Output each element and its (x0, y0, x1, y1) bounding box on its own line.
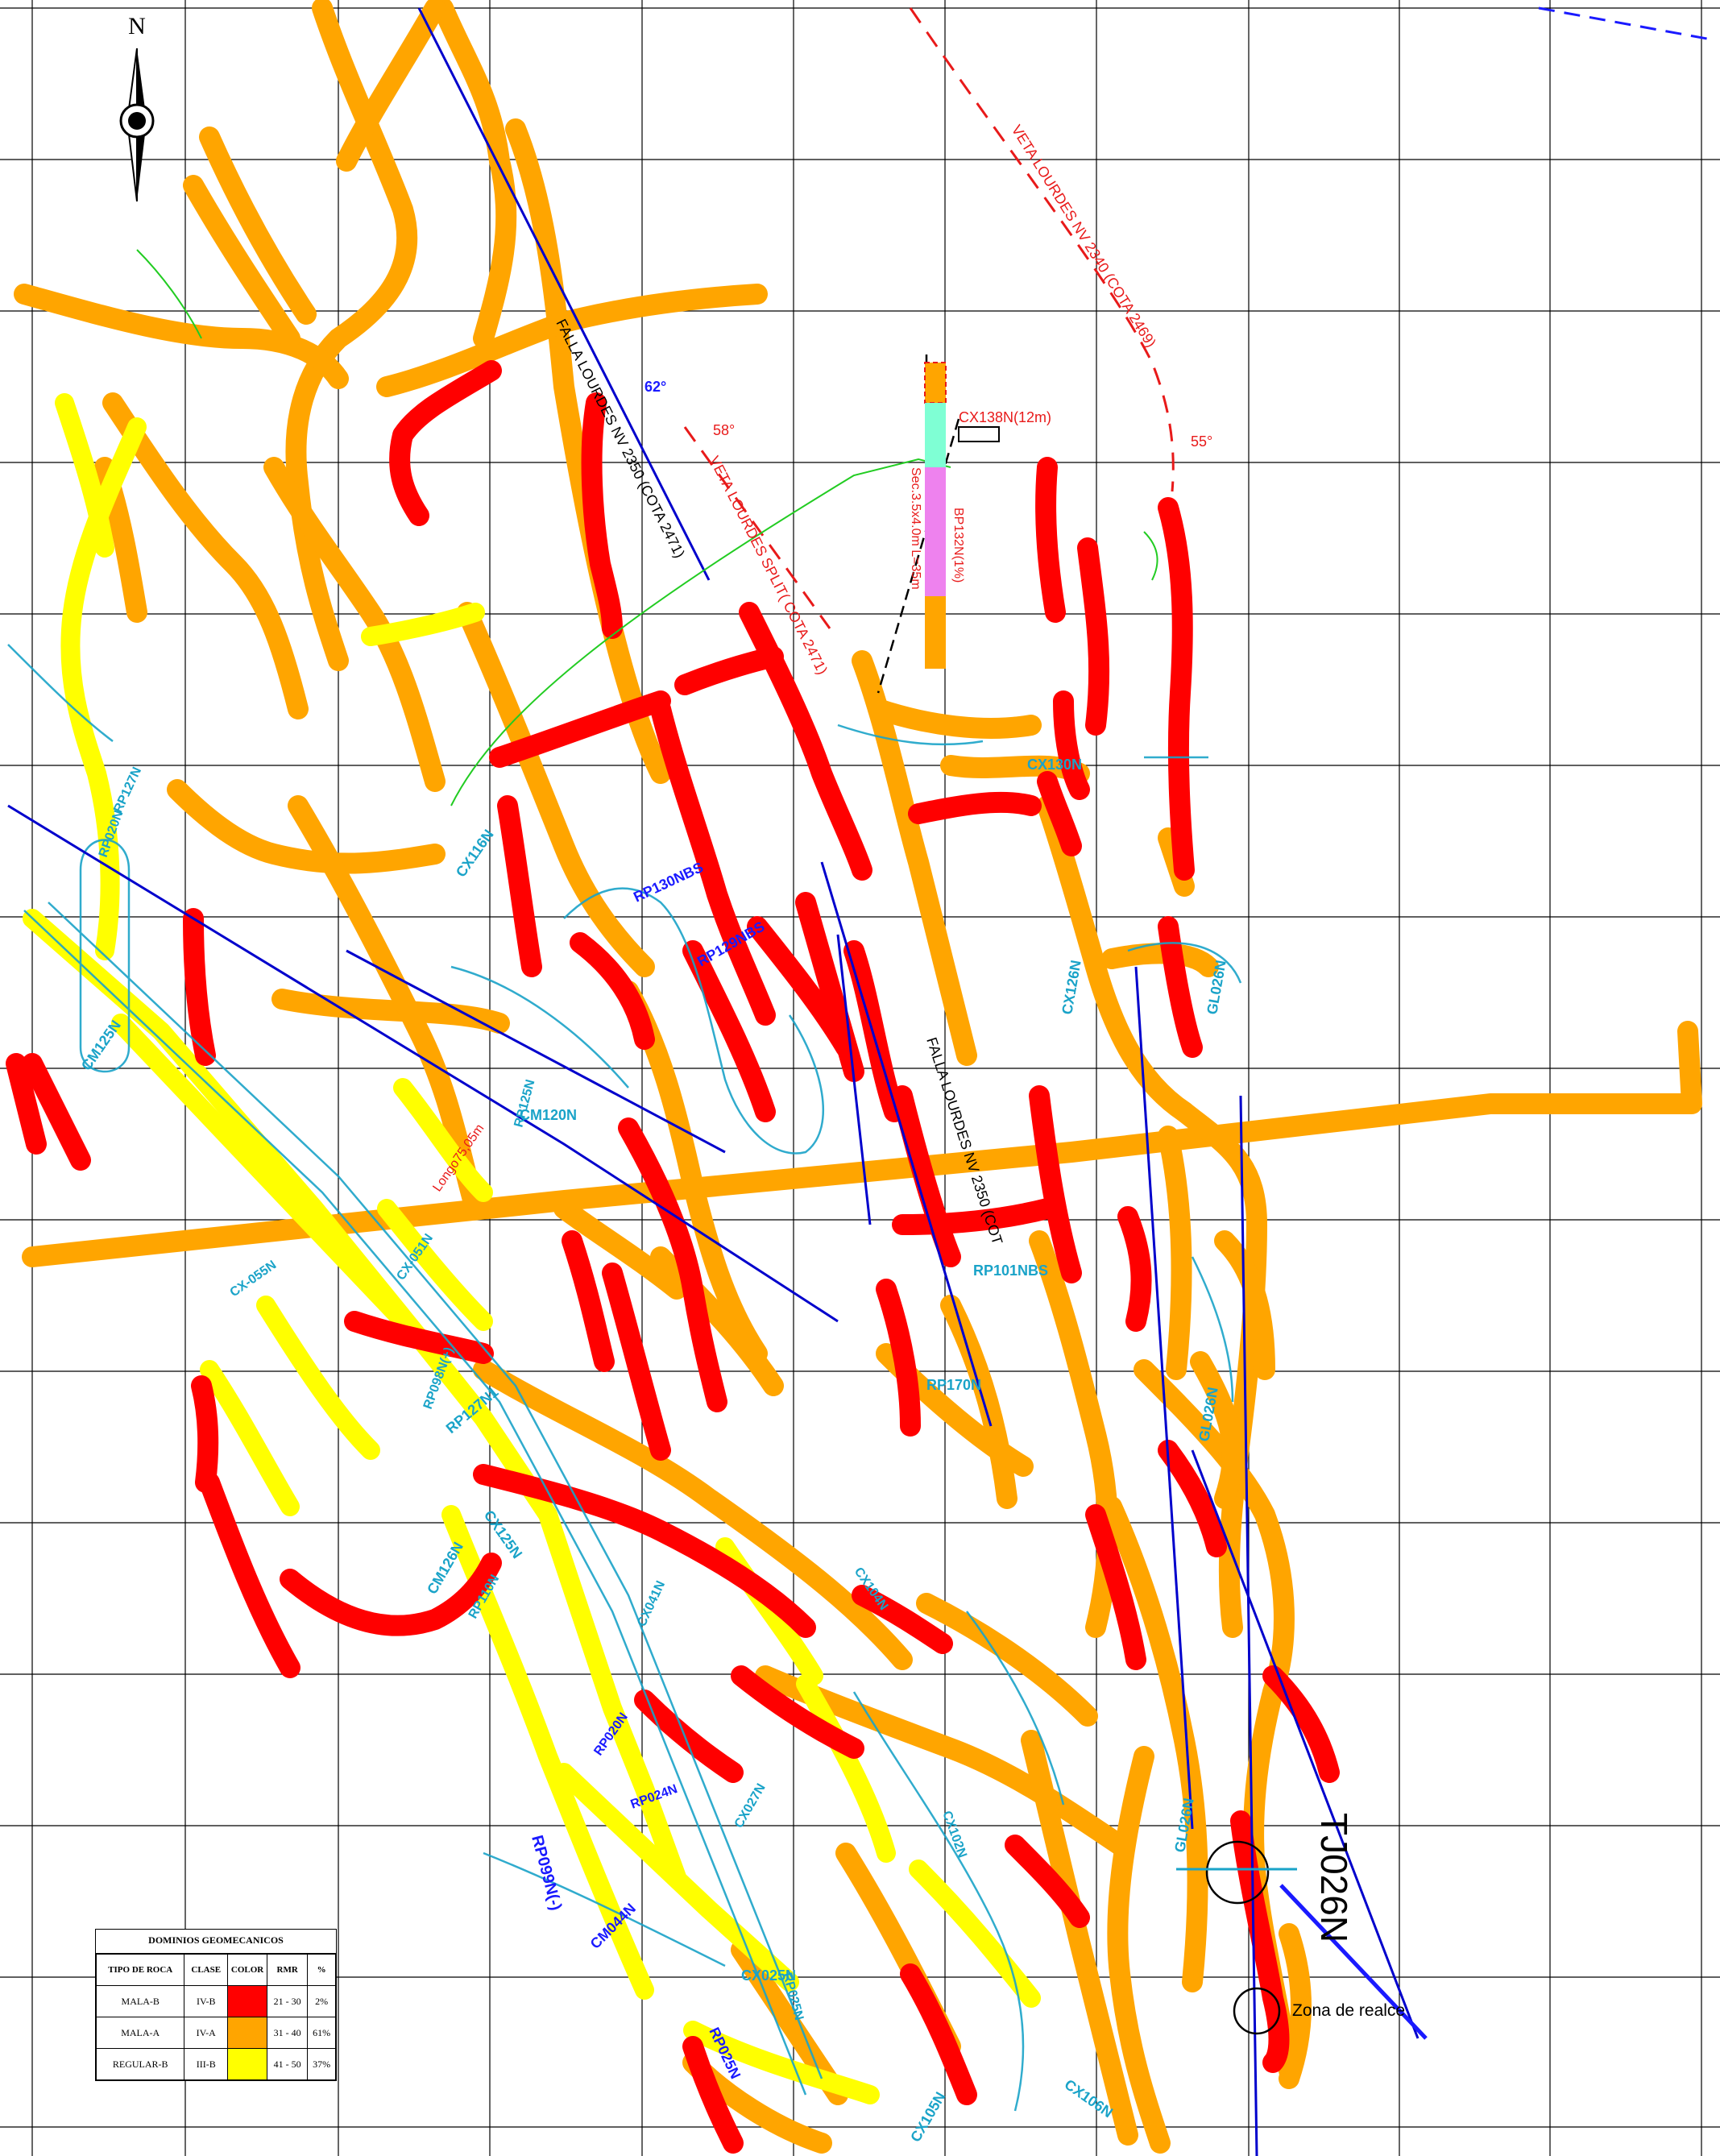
label-rp127n: RP127N (111, 765, 144, 815)
bp132n-label: BP132N(1%) (951, 508, 965, 583)
legend-row: MALA-A IV-A 31 - 40 61% (95, 2017, 336, 2049)
legend: DOMINIOS GEOMECANICOS TIPO DE ROCA CLASE… (95, 1929, 337, 2081)
legend-clase: IV-B (184, 1985, 229, 2017)
legend-pct: 2% (307, 1985, 336, 2017)
label-rp101nbs: RP101NBS (973, 1263, 1048, 1279)
domain-mala-b-tunnels (6, 360, 1340, 2154)
label-cx055n: CX-055N (228, 1258, 280, 1300)
legend-tipo: MALA-B (95, 1985, 185, 2017)
label-cm120n: CM120N (520, 1107, 577, 1123)
legend-swatch (227, 1985, 268, 2017)
legend-table: TIPO DE ROCA CLASE COLOR RMR % MALA-B IV… (95, 1954, 336, 2080)
label-cm125n: CM125N (78, 1018, 124, 1074)
tj026n-label: TJ026N (1313, 1813, 1355, 1942)
green-lines (136, 249, 1158, 806)
fault-lines (7, 7, 1420, 2156)
legend-title: DOMINIOS GEOMECANICOS (96, 1930, 336, 1954)
legend-swatch (227, 2048, 268, 2080)
label-rp170n: RP170N (926, 1377, 981, 1393)
cx138n-label: CX138N(12m) (959, 409, 1051, 425)
label-cx126n: CX126N (1059, 959, 1084, 1015)
legend-rmr: 31 - 40 (267, 2017, 309, 2049)
label-cx105n: CX105N (907, 2089, 948, 2145)
legend-header-clase: CLASE (184, 1954, 229, 1986)
tj026n-marker: TJ026N (1176, 1813, 1428, 2040)
dip-55-label: 55° (1191, 433, 1212, 450)
label-cx025n: CX025N (741, 1967, 796, 1984)
dip-62-label: 62° (644, 379, 666, 395)
label-cx125n: CX125N (481, 1507, 525, 1561)
dashed-boundary (1538, 6, 1717, 42)
sec-label: Sec.3.5x4.0m L=35m (909, 467, 922, 590)
legend-pct: 61% (307, 2017, 336, 2049)
legend-pct: 37% (307, 2048, 336, 2080)
legend-clase: III-B (184, 2048, 229, 2080)
label-cm126n: CM126N (424, 1539, 466, 1597)
legend-clase: IV-A (184, 2017, 229, 2049)
legend-header-color: COLOR (227, 1954, 268, 1986)
legend-rmr: 21 - 30 (267, 1985, 309, 2017)
legend-header-row: TIPO DE ROCA CLASE COLOR RMR % (95, 1954, 336, 1986)
zona-realce-label: Zona de realce (1292, 2001, 1406, 2020)
legend-row: MALA-B IV-B 21 - 30 2% (95, 1985, 336, 2017)
legend-rmr: 41 - 50 (267, 2048, 309, 2080)
dip-58-label: 58° (713, 422, 735, 438)
bp132n-column (924, 362, 1000, 669)
legend-swatch (227, 2017, 268, 2049)
legend-tipo: REGULAR-B (95, 2048, 185, 2080)
zona-realce-marker (1233, 1987, 1281, 2035)
legend-header-pct: % (307, 1954, 336, 1986)
north-arrow: N (119, 13, 155, 202)
label-cx041n: CX041N (635, 1579, 668, 1629)
domain-regular-b-tunnels (23, 393, 1041, 2104)
label-rp099n: RP099N(-) (528, 1834, 565, 1913)
veta-lourdes-nv2340-label: VETA LOURDES NV 2340 (COTA 2469) (1009, 122, 1159, 350)
tunnel-outlines (7, 644, 1242, 2112)
north-letter: N (128, 13, 146, 39)
legend-header-tipo: TIPO DE ROCA (95, 1954, 185, 1986)
legend-tipo: MALA-A (95, 2017, 185, 2049)
legend-row: REGULAR-B III-B 41 - 50 37% (95, 2048, 336, 2080)
label-cx130n: CX130N (1027, 757, 1082, 773)
label-cx027n: CX027N (732, 1781, 769, 1831)
veta-lines (683, 7, 1175, 629)
legend-header-rmr: RMR (267, 1954, 309, 1986)
